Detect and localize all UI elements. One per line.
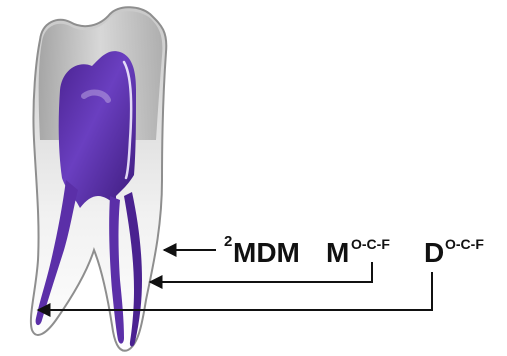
m-label: M [326,237,349,268]
mdm-superscript: 2 [224,233,232,250]
d-label: D [424,237,444,268]
m-superscript: O-C-F [351,236,390,252]
mdm-label: MDM [233,237,300,268]
d-superscript: O-C-F [445,236,484,252]
labels: 2 MDM M O-C-F D O-C-F [224,233,484,268]
